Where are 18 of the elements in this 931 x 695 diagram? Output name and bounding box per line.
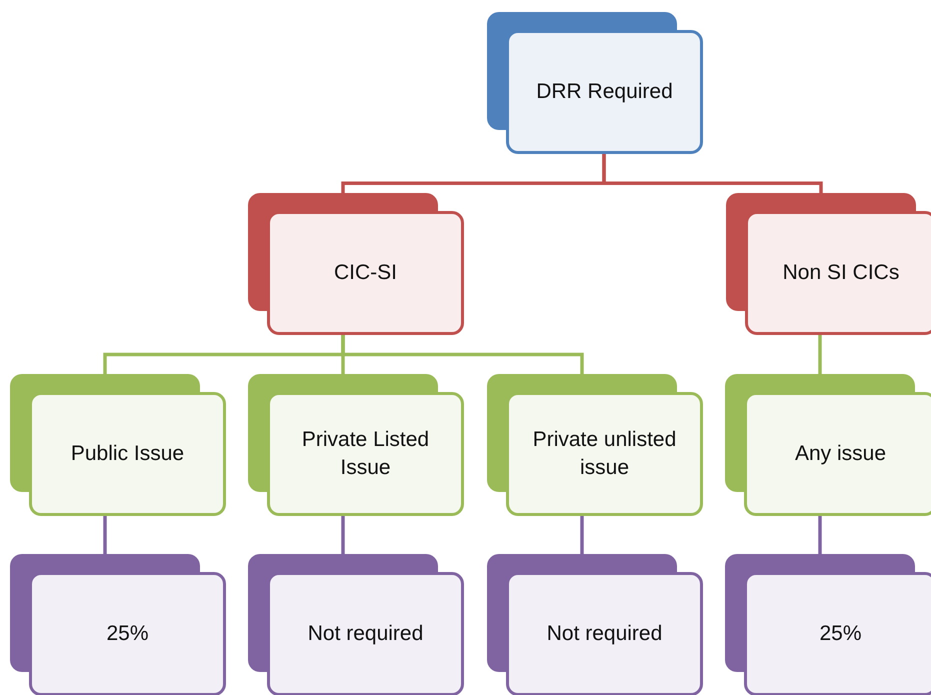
node-label: 25% [819, 620, 862, 647]
connector-line [341, 335, 584, 374]
node-label: 25% [106, 620, 149, 647]
node-label: Not required [546, 620, 662, 647]
connector-line [580, 516, 584, 554]
node-label: Private unlisted issue [532, 426, 678, 481]
connector-line [602, 154, 823, 193]
node-label: Public Issue [70, 440, 184, 467]
node-label: CIC-SI [334, 260, 397, 286]
connector-line [818, 516, 822, 554]
node-label: Non SI CICs [782, 260, 900, 286]
connector-line [103, 516, 107, 554]
node-label: Not required [308, 620, 424, 647]
node-label: DRR Required [536, 78, 673, 105]
node-label: Any issue [794, 440, 886, 467]
connector-line [341, 516, 345, 554]
node-label: Private Listed Issue [300, 426, 430, 481]
connector-line [818, 335, 822, 374]
